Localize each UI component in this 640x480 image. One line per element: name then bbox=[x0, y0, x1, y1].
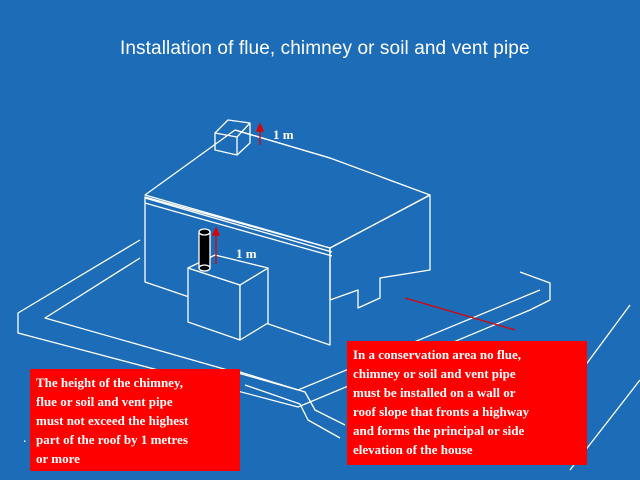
roof-ridge bbox=[234, 129, 331, 159]
roof-vent-dimension-arrow bbox=[256, 122, 264, 132]
roof-flue-box bbox=[214, 119, 251, 156]
chimney-dimension-arrow bbox=[212, 226, 220, 236]
conservation-rule-note: In a conservation area no flue, chimney … bbox=[347, 341, 587, 465]
chimney-dimension-label: 1 m bbox=[236, 246, 257, 261]
house-roof bbox=[144, 129, 431, 249]
driveway-edge bbox=[239, 371, 346, 426]
slide-title: Installation of flue, chimney or soil an… bbox=[120, 38, 530, 59]
roof-flue-box-edge bbox=[214, 122, 251, 138]
bullet-point: . bbox=[23, 431, 27, 446]
plot-boundary-inner bbox=[44, 257, 541, 391]
house-gable-wall bbox=[329, 194, 431, 309]
roof-eave bbox=[144, 197, 333, 253]
frontage-highlight-line bbox=[404, 297, 516, 331]
roof-eave-lower bbox=[144, 202, 333, 257]
roof-vent-dimension-label: 1 m bbox=[273, 127, 294, 142]
soil-vent-pipe bbox=[198, 228, 211, 272]
height-rule-note: The height of the chimney, flue or soil … bbox=[30, 369, 240, 471]
driveway-edge-2 bbox=[244, 384, 341, 439]
